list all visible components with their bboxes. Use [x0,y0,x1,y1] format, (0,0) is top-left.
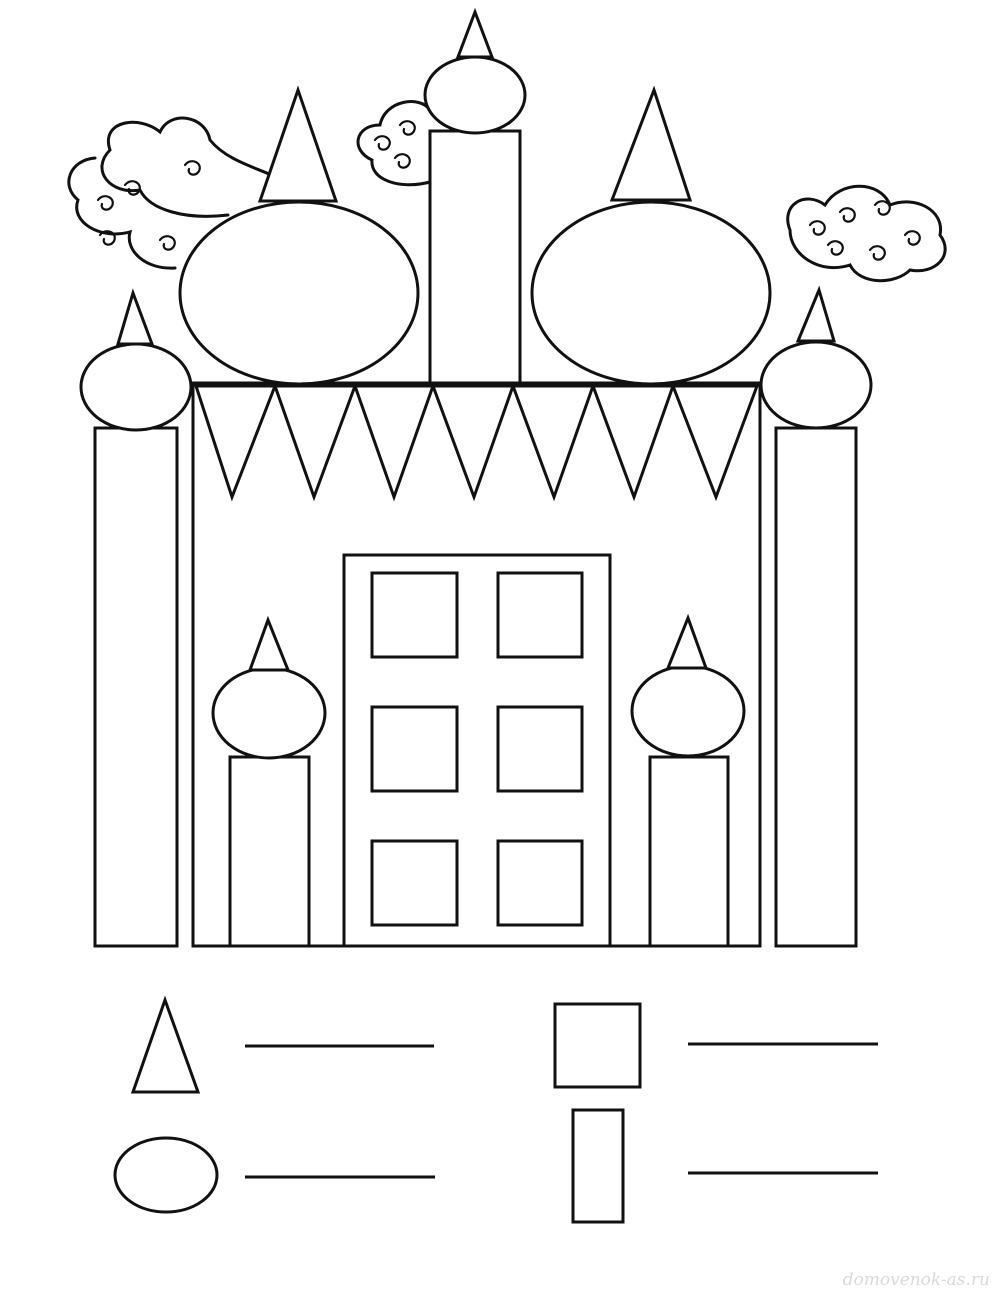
triangle-icon [130,995,201,1094]
left-small-tower [211,615,327,948]
right-big-dome [530,85,772,386]
watermark: domovenok-as.ru [843,1270,990,1290]
left-big-dome [178,85,420,386]
legend [113,995,878,1224]
right-small-tower [630,613,746,948]
oval-icon [113,1136,219,1214]
window-square [370,839,459,927]
cloud-middle [356,100,432,187]
cloud-left [67,116,292,270]
square-icon [553,1002,642,1089]
central-gate [342,553,612,948]
left-tall-tower [79,288,193,948]
window-square [496,571,584,659]
triangle-frieze [193,384,760,502]
window-square [496,839,584,927]
cloud-right [786,184,947,283]
right-tall-tower [759,285,873,948]
window-square [496,705,584,793]
central-spire [423,7,527,385]
window-square [370,571,459,659]
window-square [370,705,459,793]
rectangle-icon [571,1108,625,1224]
